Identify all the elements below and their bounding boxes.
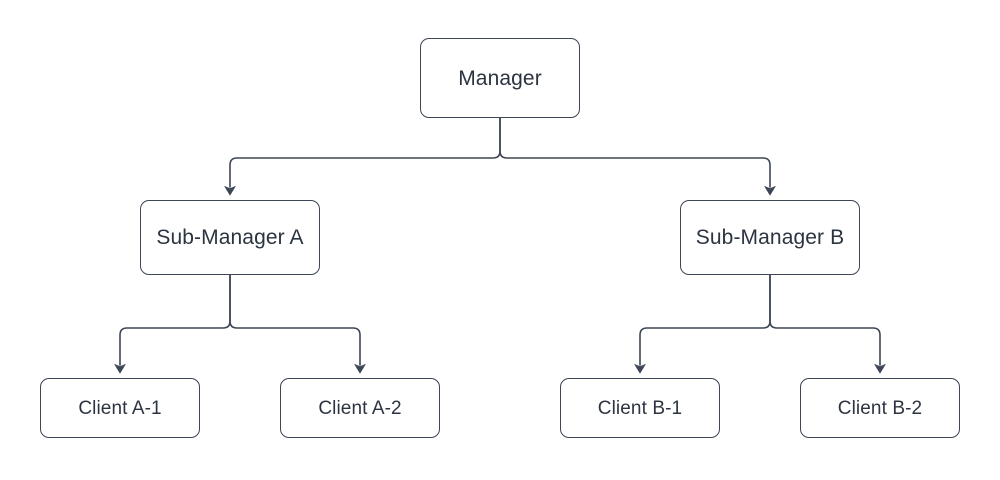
node-sub-manager-a[interactable]: Sub-Manager A [140, 200, 320, 275]
node-sub-manager-a-label: Sub-Manager A [156, 226, 304, 249]
edge-sub-manager-b-to-client-b-2 [769, 274, 886, 374]
node-manager[interactable]: Manager [420, 38, 580, 118]
edge-sub-manager-b-to-client-b-1 [634, 274, 771, 374]
node-sub-manager-b[interactable]: Sub-Manager B [680, 200, 860, 275]
node-manager-label: Manager [458, 66, 542, 90]
edge-manager-to-sub-manager-b [499, 117, 776, 196]
node-client-a-2-label: Client A-2 [318, 397, 402, 419]
node-sub-manager-b-label: Sub-Manager B [695, 226, 845, 249]
node-client-a-2[interactable]: Client A-2 [280, 378, 440, 438]
edge-sub-manager-a-to-client-a-2 [229, 274, 366, 374]
node-client-a-1-label: Client A-1 [78, 397, 162, 419]
node-client-a-1[interactable]: Client A-1 [40, 378, 200, 438]
node-client-b-2-label: Client B-2 [837, 397, 923, 419]
node-client-b-1-label: Client B-1 [597, 397, 683, 419]
edge-manager-to-sub-manager-a [224, 117, 501, 196]
node-client-b-2[interactable]: Client B-2 [800, 378, 960, 438]
node-client-b-1[interactable]: Client B-1 [560, 378, 720, 438]
edge-sub-manager-a-to-client-a-1 [114, 274, 231, 374]
